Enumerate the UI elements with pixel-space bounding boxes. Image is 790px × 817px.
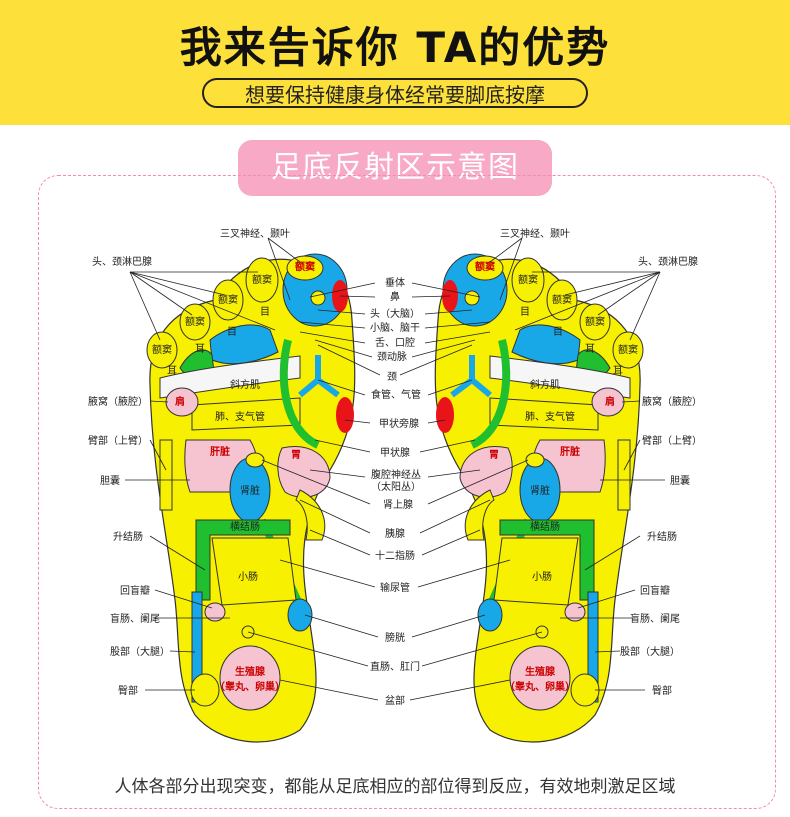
label-pangguang: 膀胱 <box>385 631 405 644</box>
label-yewo-right: 腋窝（腋腔） <box>642 395 702 408</box>
zone-edou-4: 额窦 <box>185 315 205 328</box>
label-bi: 鼻 <box>390 290 400 303</box>
zone-wei: 胃 <box>291 449 301 461</box>
zone-hengjiechang: 横结肠 <box>230 520 260 533</box>
label-taiyangcong: （太阳丛） <box>371 480 421 493</box>
label-tou-jinglinba-left: 头、颈淋巴腺 <box>92 255 152 268</box>
svg-text:额窦: 额窦 <box>585 315 605 328</box>
svg-text:额窦: 额窦 <box>475 260 495 273</box>
svg-text:（睾丸、卵巢）: （睾丸、卵巢） <box>505 680 575 693</box>
zone-fei: 肺、支气管 <box>215 410 265 423</box>
label-xiaonao: 小脑、脑干 <box>370 321 420 334</box>
svg-text:肝脏: 肝脏 <box>560 445 580 458</box>
svg-text:耳: 耳 <box>585 343 595 355</box>
page-title: 我来告诉你 TA的优势 <box>179 23 611 72</box>
svg-text:耳: 耳 <box>613 365 623 377</box>
zone-shengzhixian: 生殖腺 <box>235 665 266 678</box>
label-shuniaoguan: 输尿管 <box>380 581 410 594</box>
section-title: 足底反射区示意图 <box>238 140 552 196</box>
zone-mu-2: 目 <box>227 327 237 338</box>
label-gubu-right: 股部（大腿） <box>620 645 680 658</box>
svg-text:斜方肌: 斜方肌 <box>530 378 560 391</box>
label-mangchang-left: 盲肠、阑尾 <box>110 612 160 625</box>
label-chuiti: 垂体 <box>385 277 405 289</box>
label-jiazhuangpangxian: 甲状旁腺 <box>379 417 419 430</box>
zone-jian: 肩 <box>175 395 185 408</box>
label-yixian: 胰腺 <box>385 527 405 540</box>
label-shierzhichang: 十二指肠 <box>375 549 415 562</box>
label-tunbu-left: 臀部 <box>118 684 138 697</box>
label-shenshangxian: 肾上腺 <box>383 498 413 511</box>
label-tunbu-right: 臀部 <box>652 684 672 697</box>
svg-text:小肠: 小肠 <box>532 571 552 583</box>
diagram-labels: 三叉神经、颞叶 三叉神经、颞叶 头、颈淋巴腺 头、颈淋巴腺 垂体 鼻 头（大脑）… <box>88 227 702 707</box>
right-foot-zone-labels: 额窦 额窦 额窦 额窦 额窦 目 目 耳 耳 斜方肌 肩 肺、支气管 肝脏 胃 … <box>475 260 638 693</box>
label-bibu-right: 臂部（上臂） <box>642 434 702 447</box>
zone-edou: 额窦 <box>295 260 315 273</box>
zone-er: 耳 <box>195 343 205 355</box>
leader-lines <box>125 237 665 701</box>
label-tou-jinglinba-right: 头、颈淋巴腺 <box>638 255 698 268</box>
label-penbu: 盆部 <box>385 694 405 707</box>
label-zhichang: 直肠、肛门 <box>370 660 420 673</box>
svg-text:目: 目 <box>553 327 563 338</box>
label-jing: 颈 <box>387 371 397 383</box>
zone-ganzang: 肝脏 <box>210 445 230 458</box>
zone-xiaochang: 小肠 <box>238 571 258 583</box>
svg-text:胃: 胃 <box>489 449 499 461</box>
label-huimangban-right: 回盲瓣 <box>640 584 670 597</box>
svg-text:额窦: 额窦 <box>552 293 572 306</box>
page-subtitle: 想要保持健康身体经常要脚底按摩 <box>202 78 588 108</box>
label-mangchang-right: 盲肠、阑尾 <box>630 612 680 625</box>
svg-text:肺、支气管: 肺、支气管 <box>525 410 575 423</box>
label-bibu-left: 臂部（上臂） <box>88 434 148 447</box>
zone-edou-5: 额窦 <box>152 343 172 356</box>
label-gubu-left: 股部（大腿） <box>110 645 170 658</box>
svg-text:生殖腺: 生殖腺 <box>525 665 556 678</box>
svg-text:目: 目 <box>520 307 530 318</box>
label-shengjiechang-left: 升结肠 <box>113 530 143 543</box>
label-shengjiechang-right: 升结肠 <box>647 530 677 543</box>
zone-edou-3: 额窦 <box>218 293 238 306</box>
label-yewo-left: 腋窝（腋腔） <box>88 395 148 408</box>
svg-text:横结肠: 横结肠 <box>530 520 560 533</box>
left-foot-zone-labels: 额窦 额窦 额窦 额窦 额窦 目 目 耳 耳 斜方肌 肩 肺、支气管 肝脏 胃 … <box>152 260 315 693</box>
zone-mu: 目 <box>260 307 270 318</box>
svg-text:肩: 肩 <box>605 395 615 408</box>
zone-xiefangji: 斜方肌 <box>230 378 260 391</box>
label-dannang-left: 胆囊 <box>100 474 120 487</box>
zone-shengzhixian-sub: （睾丸、卵巢） <box>215 680 285 693</box>
svg-text:额窦: 额窦 <box>618 343 638 356</box>
zone-edou-2: 额窦 <box>252 273 272 286</box>
label-shiguan: 食管、气管 <box>371 388 421 401</box>
zone-er-2: 耳 <box>167 365 177 377</box>
label-sanchashenjing-left: 三叉神经、颞叶 <box>220 227 290 240</box>
label-huimangban-left: 回盲瓣 <box>120 584 150 597</box>
label-she-kouqiang: 舌、口腔 <box>375 336 415 349</box>
svg-text:肾脏: 肾脏 <box>530 484 550 497</box>
label-sanchashenjing-right: 三叉神经、颞叶 <box>500 227 570 240</box>
svg-text:额窦: 额窦 <box>518 273 538 286</box>
header-banner: 我来告诉你 TA的优势 想要保持健康身体经常要脚底按摩 <box>0 0 790 125</box>
label-tou-danao: 头（大脑） <box>370 307 420 320</box>
label-fuqiang: 腹腔神经丛 <box>371 468 421 481</box>
diagram-frame <box>38 175 776 809</box>
zone-shenzang: 肾脏 <box>240 484 260 497</box>
diagram-caption: 人体各部分出现突变，都能从足底相应的部位得到反应，有效地刺激足区域 <box>114 777 676 797</box>
label-jiazhuangxian: 甲状腺 <box>380 446 410 459</box>
label-jingdongmai: 颈动脉 <box>377 350 407 363</box>
label-dannang-right: 胆囊 <box>670 474 690 487</box>
